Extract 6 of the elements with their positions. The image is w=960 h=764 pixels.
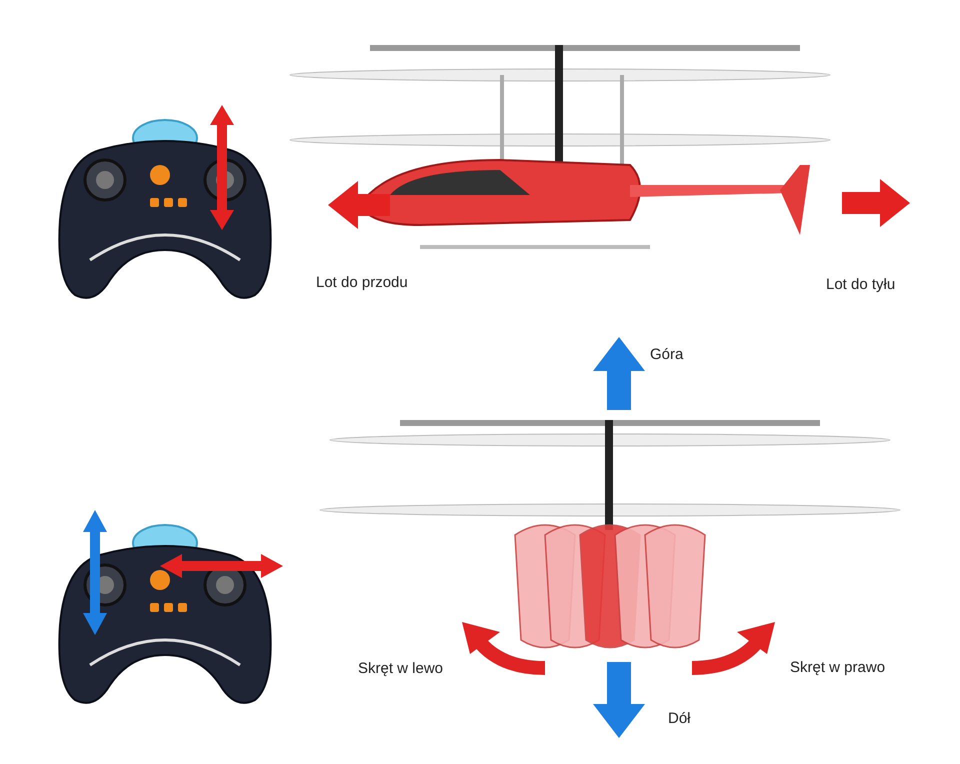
direction-label: Skręt w prawo [790, 659, 886, 676]
direction-label: Dół [668, 710, 691, 727]
direction-label: Lot do przodu [316, 274, 408, 291]
direction-label: Skręt w lewo [358, 660, 444, 677]
direction-label: Góra [650, 346, 684, 363]
direction-label: Lot do tyłu [826, 276, 896, 293]
